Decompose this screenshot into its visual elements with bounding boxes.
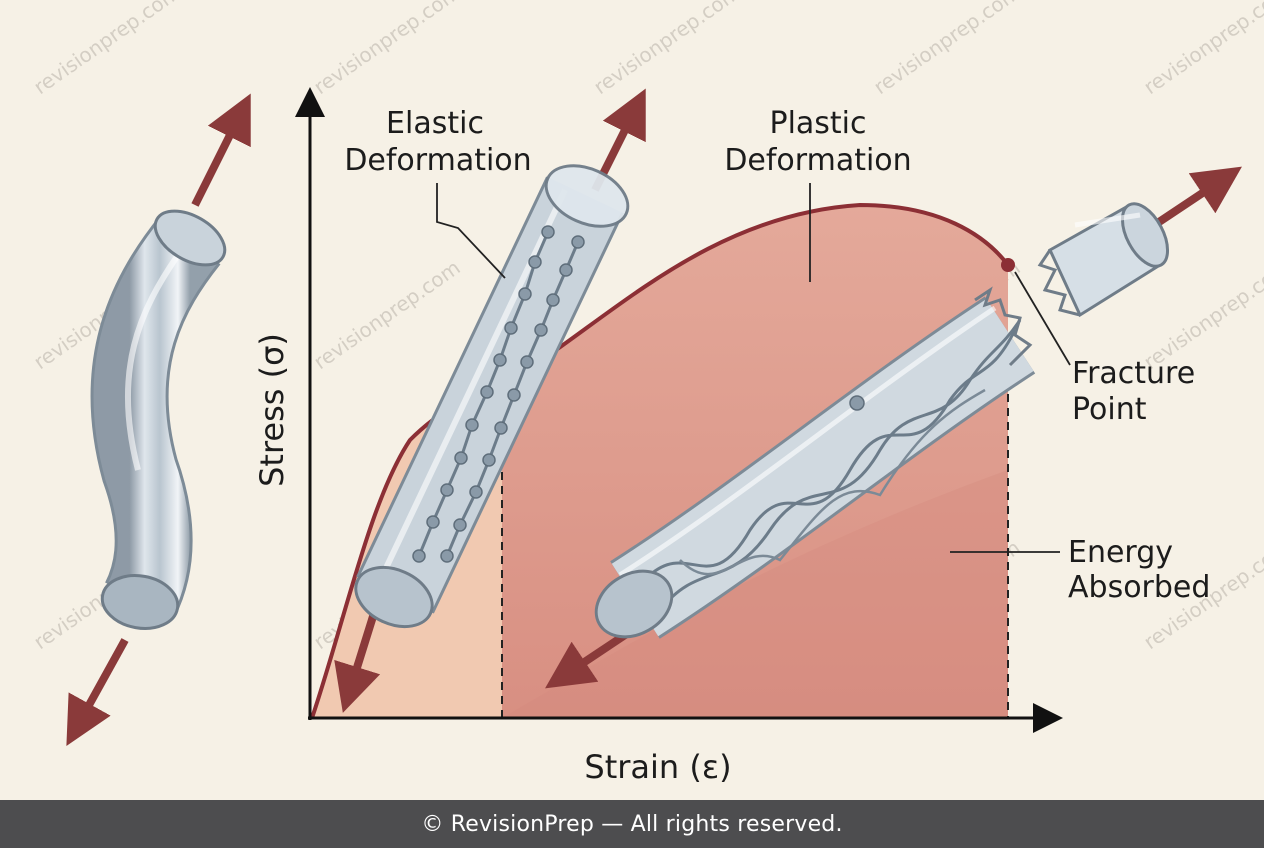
plastic-tube [545, 286, 1036, 689]
fracture-label-line2: Point [1072, 392, 1147, 427]
tension-arrow-right [1147, 166, 1242, 232]
plastic-label-line1: Plastic [769, 106, 866, 141]
copyright-footer: © RevisionPrep — All rights reserved. [0, 800, 1264, 848]
plastic-lower-shade [502, 470, 1008, 718]
unloaded-tube [66, 93, 251, 747]
x-axis-label: Strain (ε) [584, 748, 731, 786]
fracture-fragment [1037, 166, 1242, 318]
watermark-text: revisionprep.com [309, 0, 464, 99]
watermark-text: revisionprep.com [1139, 0, 1264, 99]
tension-arrow-up [191, 93, 251, 207]
tension-arrow-down [334, 608, 381, 713]
y-axis-label: Stress (σ) [253, 333, 291, 487]
energy-label-line2: Absorbed [1068, 570, 1210, 605]
watermark-text: revisionprep.com [869, 0, 1024, 99]
tension-arrow-down [66, 638, 129, 747]
energy-label-line1: Energy [1068, 535, 1173, 570]
elastic-leader-line [436, 183, 506, 279]
fracture-label-line1: Fracture [1072, 356, 1195, 391]
elastic-label-line2: Deformation [344, 143, 531, 178]
copyright-text: © RevisionPrep — All rights reserved. [421, 811, 843, 837]
elastic-tube [334, 88, 646, 713]
fracture-point-marker [1001, 258, 1015, 272]
watermark-text: revisionprep.com [309, 255, 464, 374]
plastic-label-line2: Deformation [724, 143, 911, 178]
watermark-text: revisionprep.com [589, 0, 744, 99]
watermark-text: revisionprep.com [29, 0, 184, 99]
elastic-label-line1: Elastic [386, 106, 484, 141]
fracture-leader-line [1014, 271, 1071, 366]
